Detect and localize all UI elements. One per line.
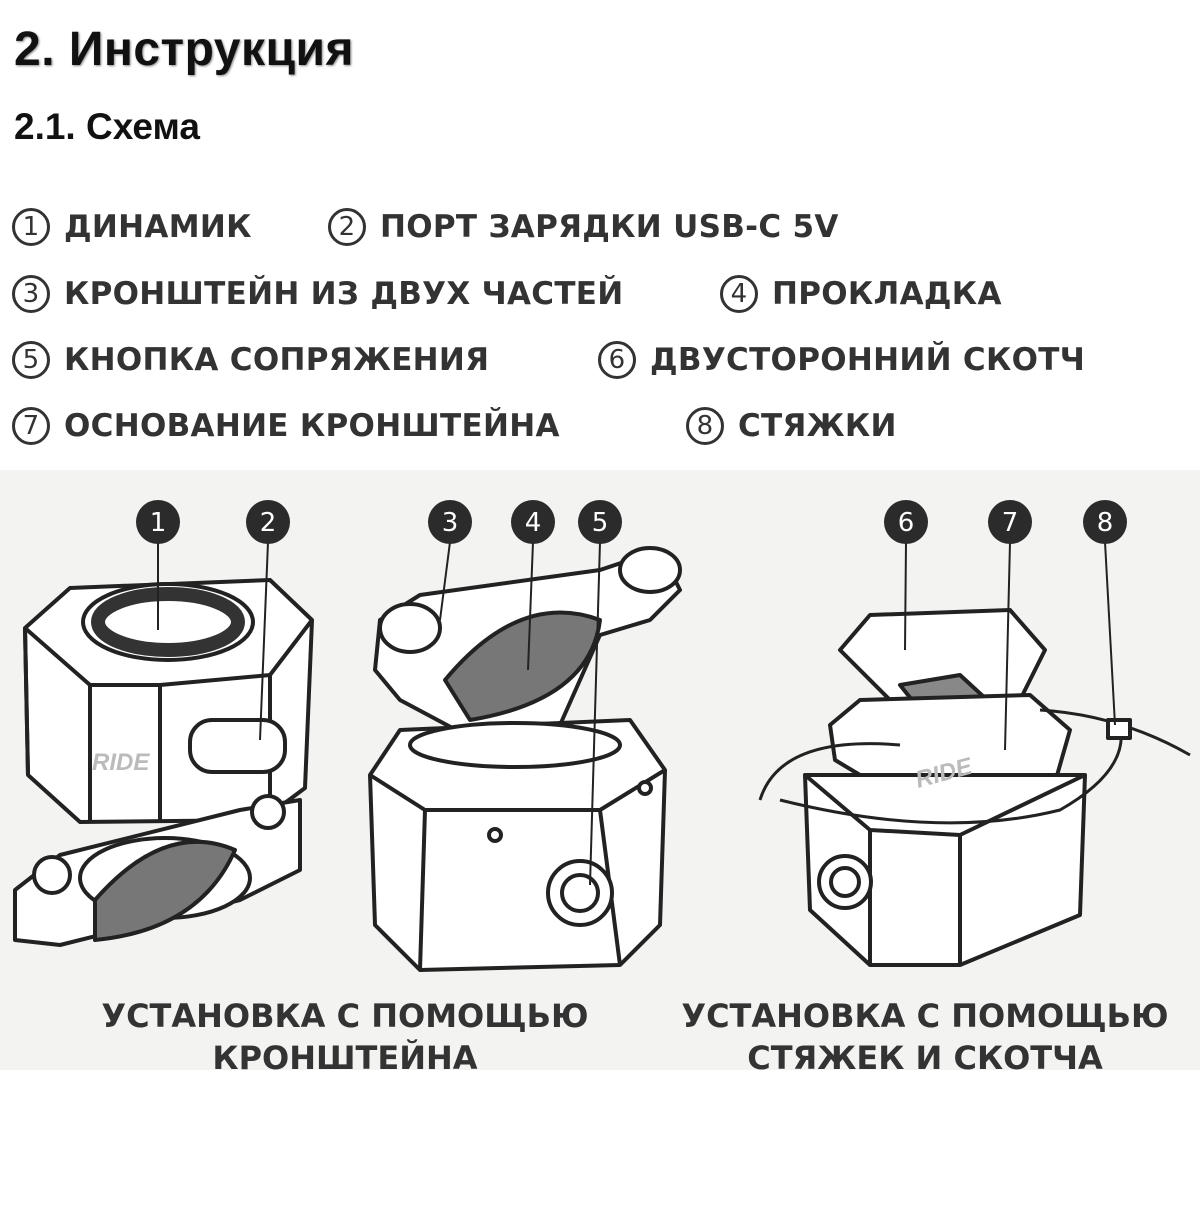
callout-6: 6 (884, 500, 928, 544)
legend-number: 6 (598, 341, 636, 379)
legend-label: ДИНАМИК (64, 209, 252, 245)
caption-line: КРОНШТЕЙНА (212, 1039, 478, 1077)
legend-item-tape: 6 ДВУСТОРОННИЙ СКОТЧ (598, 341, 1085, 379)
legend-number: 1 (12, 208, 50, 246)
legend-label: СТЯЖКИ (738, 408, 897, 444)
legend-number: 5 (12, 341, 50, 379)
callout-5: 5 (578, 500, 622, 544)
callout-7: 7 (988, 500, 1032, 544)
caption-tape-install: УСТАНОВКА С ПОМОЩЬЮ СТЯЖЕК И СКОТЧА (650, 995, 1200, 1079)
svg-text:1: 1 (150, 508, 167, 538)
svg-text:6: 6 (898, 508, 915, 538)
device-illustration: RIDE RIDE 1 2 3 4 5 6 7 8 (13, 500, 1191, 972)
device-exploded (368, 546, 682, 972)
legend-label: ПРОКЛАДКА (772, 276, 1002, 312)
section-subtitle: 2.1. Схема (14, 106, 200, 147)
legend-number: 7 (12, 407, 50, 445)
legend-number: 3 (12, 275, 50, 313)
legend-label: КРОНШТЕЙН ИЗ ДВУХ ЧАСТЕЙ (64, 276, 624, 312)
callout-1: 1 (136, 500, 180, 544)
callout-3: 3 (428, 500, 472, 544)
legend-item-bracket-base: 7 ОСНОВАНИЕ КРОНШТЕЙНА (12, 407, 560, 445)
legend-item-zip-ties: 8 СТЯЖКИ (686, 407, 897, 445)
legend-label: ОСНОВАНИЕ КРОНШТЕЙНА (64, 408, 560, 444)
legend-number: 8 (686, 407, 724, 445)
page-title: 2. Инструкция (14, 23, 354, 76)
legend-number: 2 (328, 208, 366, 246)
svg-text:3: 3 (442, 508, 459, 538)
svg-text:4: 4 (525, 508, 542, 538)
caption-line: СТЯЖЕК И СКОТЧА (747, 1039, 1103, 1077)
svg-text:8: 8 (1097, 508, 1114, 538)
legend-item-usb-port: 2 ПОРТ ЗАРЯДКИ USB-C 5V (328, 208, 839, 246)
brand-logo: RIDE (92, 749, 150, 776)
svg-text:2: 2 (260, 508, 277, 538)
legend-item-gasket: 4 ПРОКЛАДКА (720, 275, 1002, 313)
legend-item-bracket: 3 КРОНШТЕЙН ИЗ ДВУХ ЧАСТЕЙ (12, 275, 624, 313)
legend-item-speaker: 1 ДИНАМИК (12, 208, 252, 246)
svg-text:5: 5 (592, 508, 609, 538)
caption-bracket-install: УСТАНОВКА С ПОМОЩЬЮ КРОНШТЕЙНА (60, 995, 630, 1079)
caption-line: УСТАНОВКА С ПОМОЩЬЮ (101, 997, 589, 1035)
legend-label: ДВУСТОРОННИЙ СКОТЧ (650, 342, 1086, 378)
callout-4: 4 (511, 500, 555, 544)
svg-text:7: 7 (1002, 508, 1019, 538)
caption-line: УСТАНОВКА С ПОМОЩЬЮ (681, 997, 1169, 1035)
legend-item-pairing-button: 5 КНОПКА СОПРЯЖЕНИЯ (12, 341, 489, 379)
legend-label: КНОПКА СОПРЯЖЕНИЯ (64, 342, 490, 378)
legend-number: 4 (720, 275, 758, 313)
legend-label: ПОРТ ЗАРЯДКИ USB-C 5V (380, 209, 839, 245)
callout-8: 8 (1083, 500, 1127, 544)
device-with-tape (758, 608, 1191, 967)
callout-2: 2 (246, 500, 290, 544)
installation-diagram: RIDE RIDE 1 2 3 4 5 6 7 8 УСТАНОВКА С ПО… (0, 470, 1200, 1077)
device-with-bracket (13, 578, 314, 947)
